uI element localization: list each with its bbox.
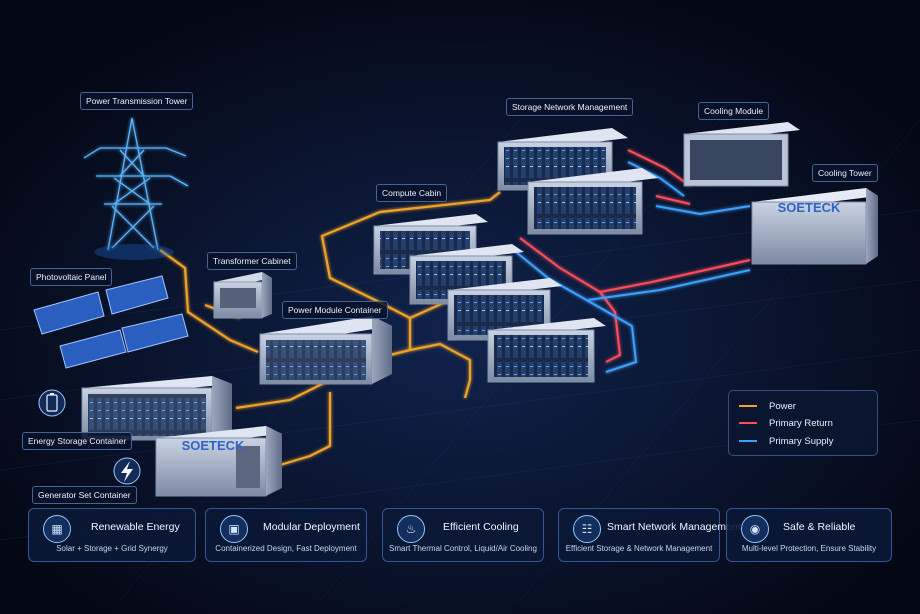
feature-subtitle: Containerized Design, Fast Deployment	[206, 544, 366, 553]
label-compute-cabin: Compute Cabin	[376, 184, 447, 202]
legend-swatch	[739, 422, 757, 424]
feature-card-efficient-cooling: ♨ Efficient Cooling Smart Thermal Contro…	[382, 508, 544, 562]
flame-icon: ♨	[397, 515, 425, 543]
feature-card-modular-deployment: ▣ Modular Deployment Containerized Desig…	[205, 508, 367, 562]
feature-card-smart-network-management: ☷ Smart Network Management Efficient Sto…	[558, 508, 720, 562]
feature-title: Smart Network Management	[607, 521, 741, 533]
legend-item-primary-supply: Primary Supply	[739, 434, 833, 448]
battery-icon	[39, 390, 65, 416]
solar-panel-icon: ▦	[43, 515, 71, 543]
legend-swatch	[739, 440, 757, 442]
label-photovoltaic-panel: Photovoltaic Panel	[30, 268, 112, 286]
feature-title: Renewable Energy	[91, 521, 180, 533]
label-cooling-tower: Cooling Tower	[812, 164, 878, 182]
label-transformer-cabinet: Transformer Cabinet	[207, 252, 297, 270]
feature-card-safe-reliable: ◉ Safe & Reliable Multi-level Protection…	[726, 508, 892, 562]
legend-label: Primary Return	[769, 418, 833, 429]
feature-title: Modular Deployment	[263, 521, 360, 533]
legend-item-power: Power	[739, 399, 796, 413]
feature-title: Safe & Reliable	[783, 521, 855, 533]
network-icon: ☷	[573, 515, 601, 543]
feature-subtitle: Solar + Storage + Grid Synergy	[29, 544, 195, 553]
feature-card-renewable-energy: ▦ Renewable Energy Solar + Storage + Gri…	[28, 508, 196, 562]
legend-label: Power	[769, 401, 796, 412]
legend-item-primary-return: Primary Return	[739, 416, 833, 430]
feature-subtitle: Efficient Storage & Network Management	[559, 544, 719, 553]
label-power-transmission-tower: Power Transmission Tower	[80, 92, 193, 110]
label-storage-network-management: Storage Network Management	[506, 98, 633, 116]
label-energy-storage-container: Energy Storage Container	[22, 432, 132, 450]
label-cooling-module: Cooling Module	[698, 102, 769, 120]
legend: Power Primary Return Primary Supply	[728, 390, 878, 456]
legend-swatch	[739, 405, 757, 407]
legend-label: Primary Supply	[769, 436, 833, 447]
cube-icon: ▣	[220, 515, 248, 543]
label-generator-set-container: Generator Set Container	[32, 486, 137, 504]
lightning-icon	[114, 458, 140, 484]
feature-subtitle: Multi-level Protection, Ensure Stability	[727, 544, 891, 553]
lock-icon: ◉	[741, 515, 769, 543]
label-power-module-container: Power Module Container	[282, 301, 388, 319]
generator-brand: SOETECK	[182, 438, 245, 453]
cooling-tower-brand: SOETECK	[778, 200, 841, 215]
feature-subtitle: Smart Thermal Control, Liquid/Air Coolin…	[383, 544, 543, 553]
feature-title: Efficient Cooling	[443, 521, 519, 533]
